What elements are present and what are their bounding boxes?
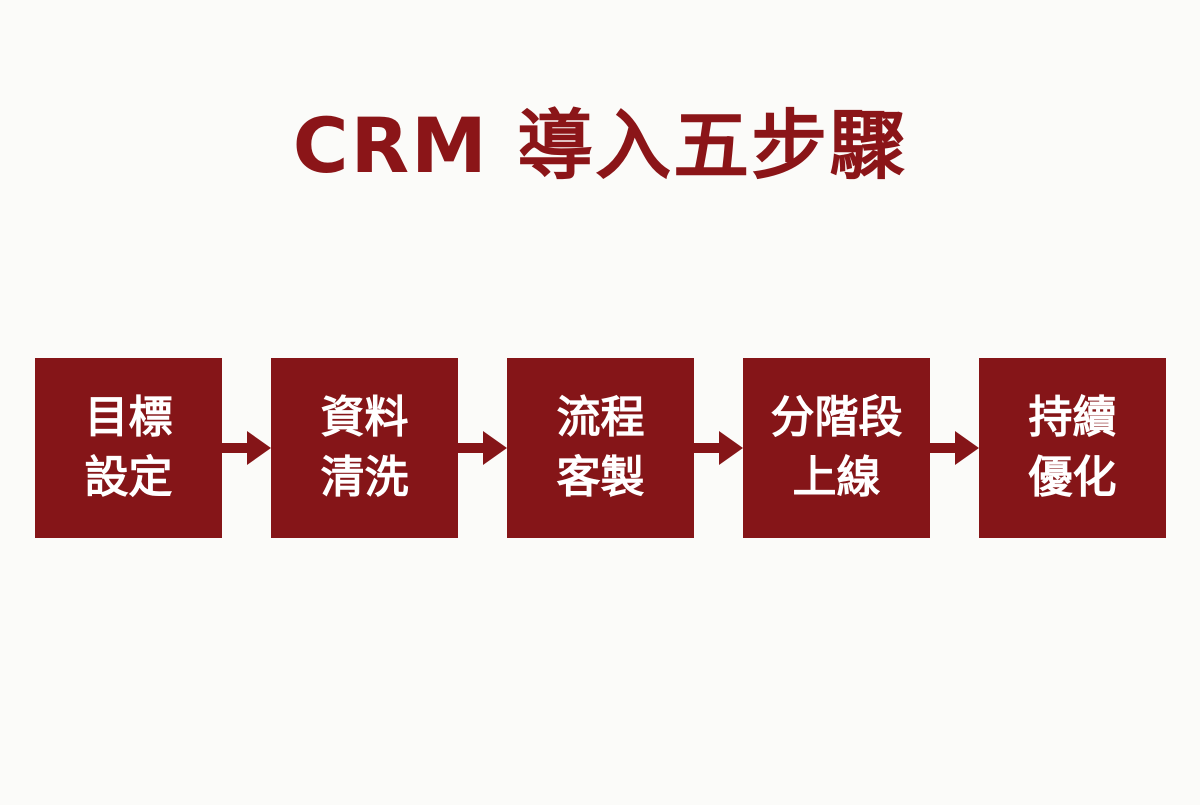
right-arrow-icon [457, 426, 507, 470]
step-3-line-1: 流程 [556, 392, 645, 443]
step-4-label: 分階段 上線 [771, 388, 903, 508]
step-2-label: 資料 清洗 [321, 388, 409, 508]
process-flow: 目標 設定 資料 清洗 流程 客製 分階 [0, 358, 1200, 538]
step-5-label: 持續 優化 [1029, 388, 1117, 508]
step-1-label: 目標 設定 [85, 388, 173, 508]
step-1-line-2: 設定 [84, 452, 173, 503]
step-5-box: 持續 優化 [979, 358, 1166, 538]
step-2-line-1: 資料 [320, 392, 409, 443]
right-arrow-icon [693, 426, 743, 470]
step-2-box: 資料 清洗 [271, 358, 458, 538]
step-5-line-2: 優化 [1028, 452, 1117, 503]
step-3-label: 流程 客製 [557, 388, 645, 508]
right-arrow-icon [221, 426, 271, 470]
step-4-box: 分階段 上線 [743, 358, 930, 538]
step-2-line-2: 清洗 [320, 452, 409, 503]
diagram-title: CRM 導入五步驟 [292, 101, 908, 190]
step-4-line-2: 上線 [792, 452, 881, 503]
right-arrow-icon [929, 426, 979, 470]
step-1-box: 目標 設定 [35, 358, 222, 538]
step-3-box: 流程 客製 [507, 358, 694, 538]
step-1-line-1: 目標 [84, 392, 173, 443]
step-5-line-1: 持續 [1028, 392, 1117, 443]
step-3-line-2: 客製 [556, 452, 645, 503]
step-4-line-1: 分階段 [770, 392, 903, 443]
